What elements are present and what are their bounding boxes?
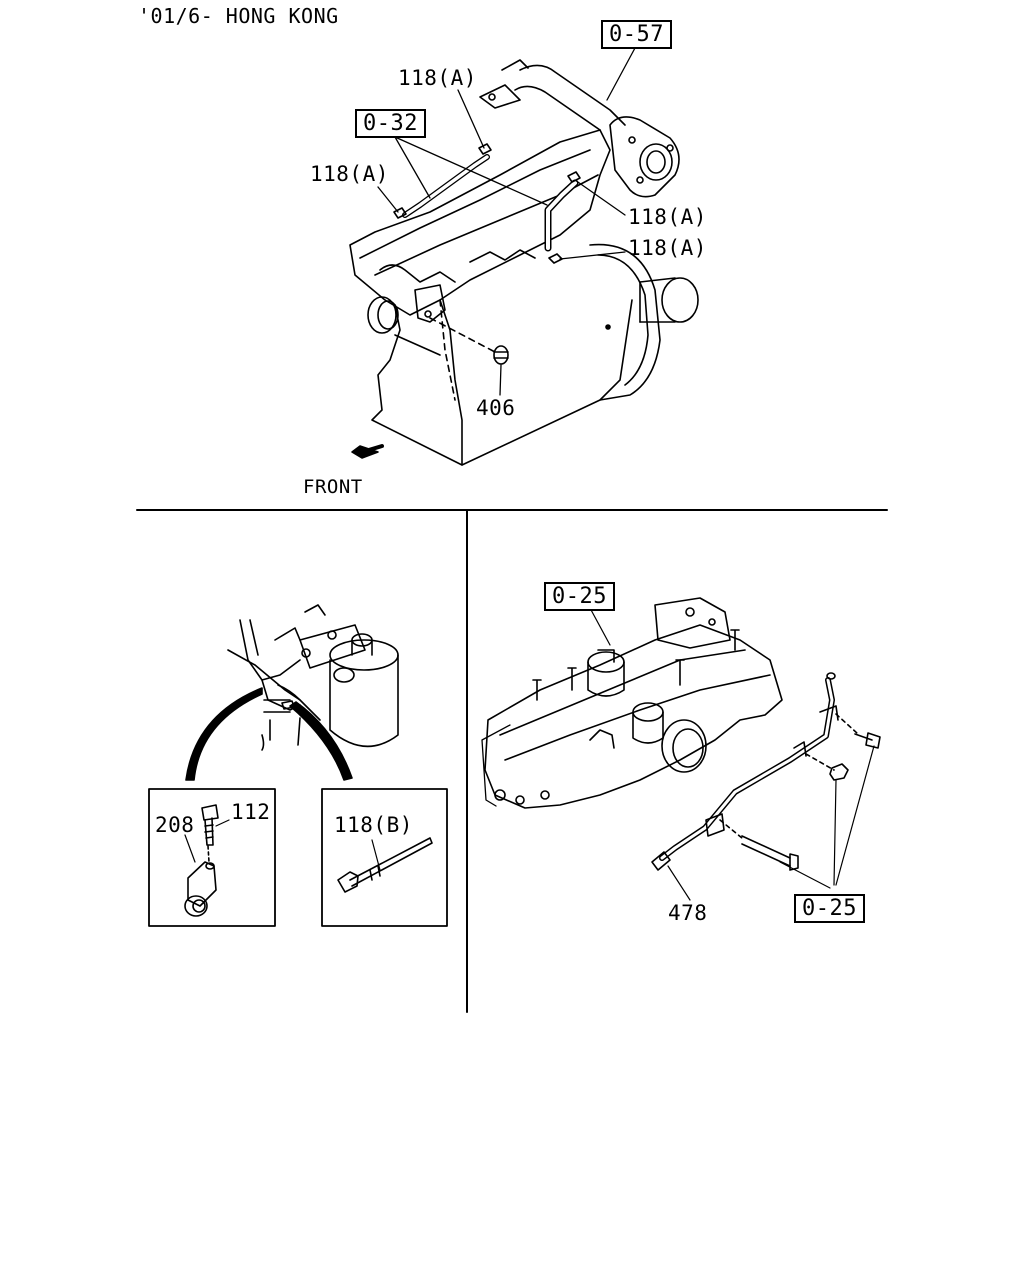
pipe-478-drawing (589, 607, 881, 901)
label-bolt-112: 112 (231, 800, 271, 824)
front-direction-label: FRONT (303, 476, 363, 498)
clip-b-part-drawing (337, 837, 433, 893)
label-plug-406: 406 (476, 396, 516, 420)
ref-box-0-25-top: 0-25 (544, 582, 615, 611)
ref-box-0-32: 0-32 (355, 109, 426, 138)
label-clip-a-top: 118(A) (398, 66, 477, 90)
ref-box-0-25-bottom: 0-25 (794, 894, 865, 923)
label-clip-a-right-2: 118(A) (628, 236, 707, 260)
fuel-filter-drawing (227, 604, 399, 751)
detail-pointers (185, 687, 353, 781)
engine-block-drawing (349, 59, 699, 466)
intake-manifold-drawing (481, 597, 783, 809)
label-clip-118b: 118(B) (334, 813, 413, 837)
clip-detail-box (321, 788, 448, 927)
top-leader-lines (377, 47, 636, 396)
label-clip-a-right-1: 118(A) (628, 205, 707, 229)
diagram-title: '01/6- HONG KONG (138, 4, 339, 28)
panel-dividers (136, 509, 888, 1013)
bracket-part-drawing (184, 804, 230, 917)
label-clip-a-left: 118(A) (310, 162, 389, 186)
bracket-detail-box (148, 788, 276, 927)
ref-box-0-57: 0-57 (601, 20, 672, 49)
label-bracket-208: 208 (155, 813, 195, 837)
label-pipe-478: 478 (668, 901, 708, 925)
